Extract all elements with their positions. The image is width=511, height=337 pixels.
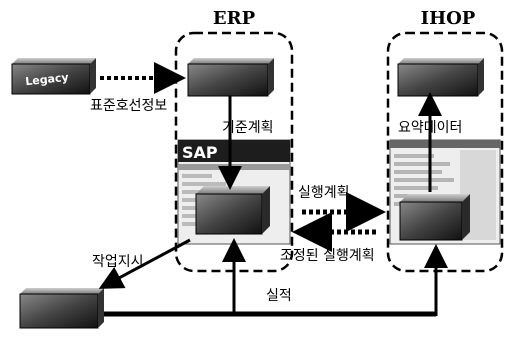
legacy-system-box: Legacy — [12, 58, 96, 94]
base-plan-label: 기준계획 — [222, 120, 274, 136]
adjusted-plan-label: 조정된 실행계획 — [280, 248, 375, 264]
actuals-path — [104, 244, 436, 316]
erp-title: ERP — [213, 8, 256, 29]
ihop-title: IHOP — [421, 8, 476, 29]
actuals-label: 실적 — [266, 288, 292, 304]
execution-plan-label: 실행계획 — [298, 185, 350, 201]
ihop-execution-box — [400, 194, 470, 240]
erp-execution-box — [196, 186, 270, 234]
ihop-server-box — [398, 58, 484, 96]
summary-data-label: 요약데이터 — [398, 120, 462, 136]
standard-route-label: 표준호선정보 — [90, 98, 167, 114]
sap-logo: SAP — [182, 143, 218, 162]
erp-server-box — [188, 58, 274, 96]
shop-floor-box — [20, 288, 104, 328]
work-order-label: 작업지시 — [92, 254, 144, 270]
